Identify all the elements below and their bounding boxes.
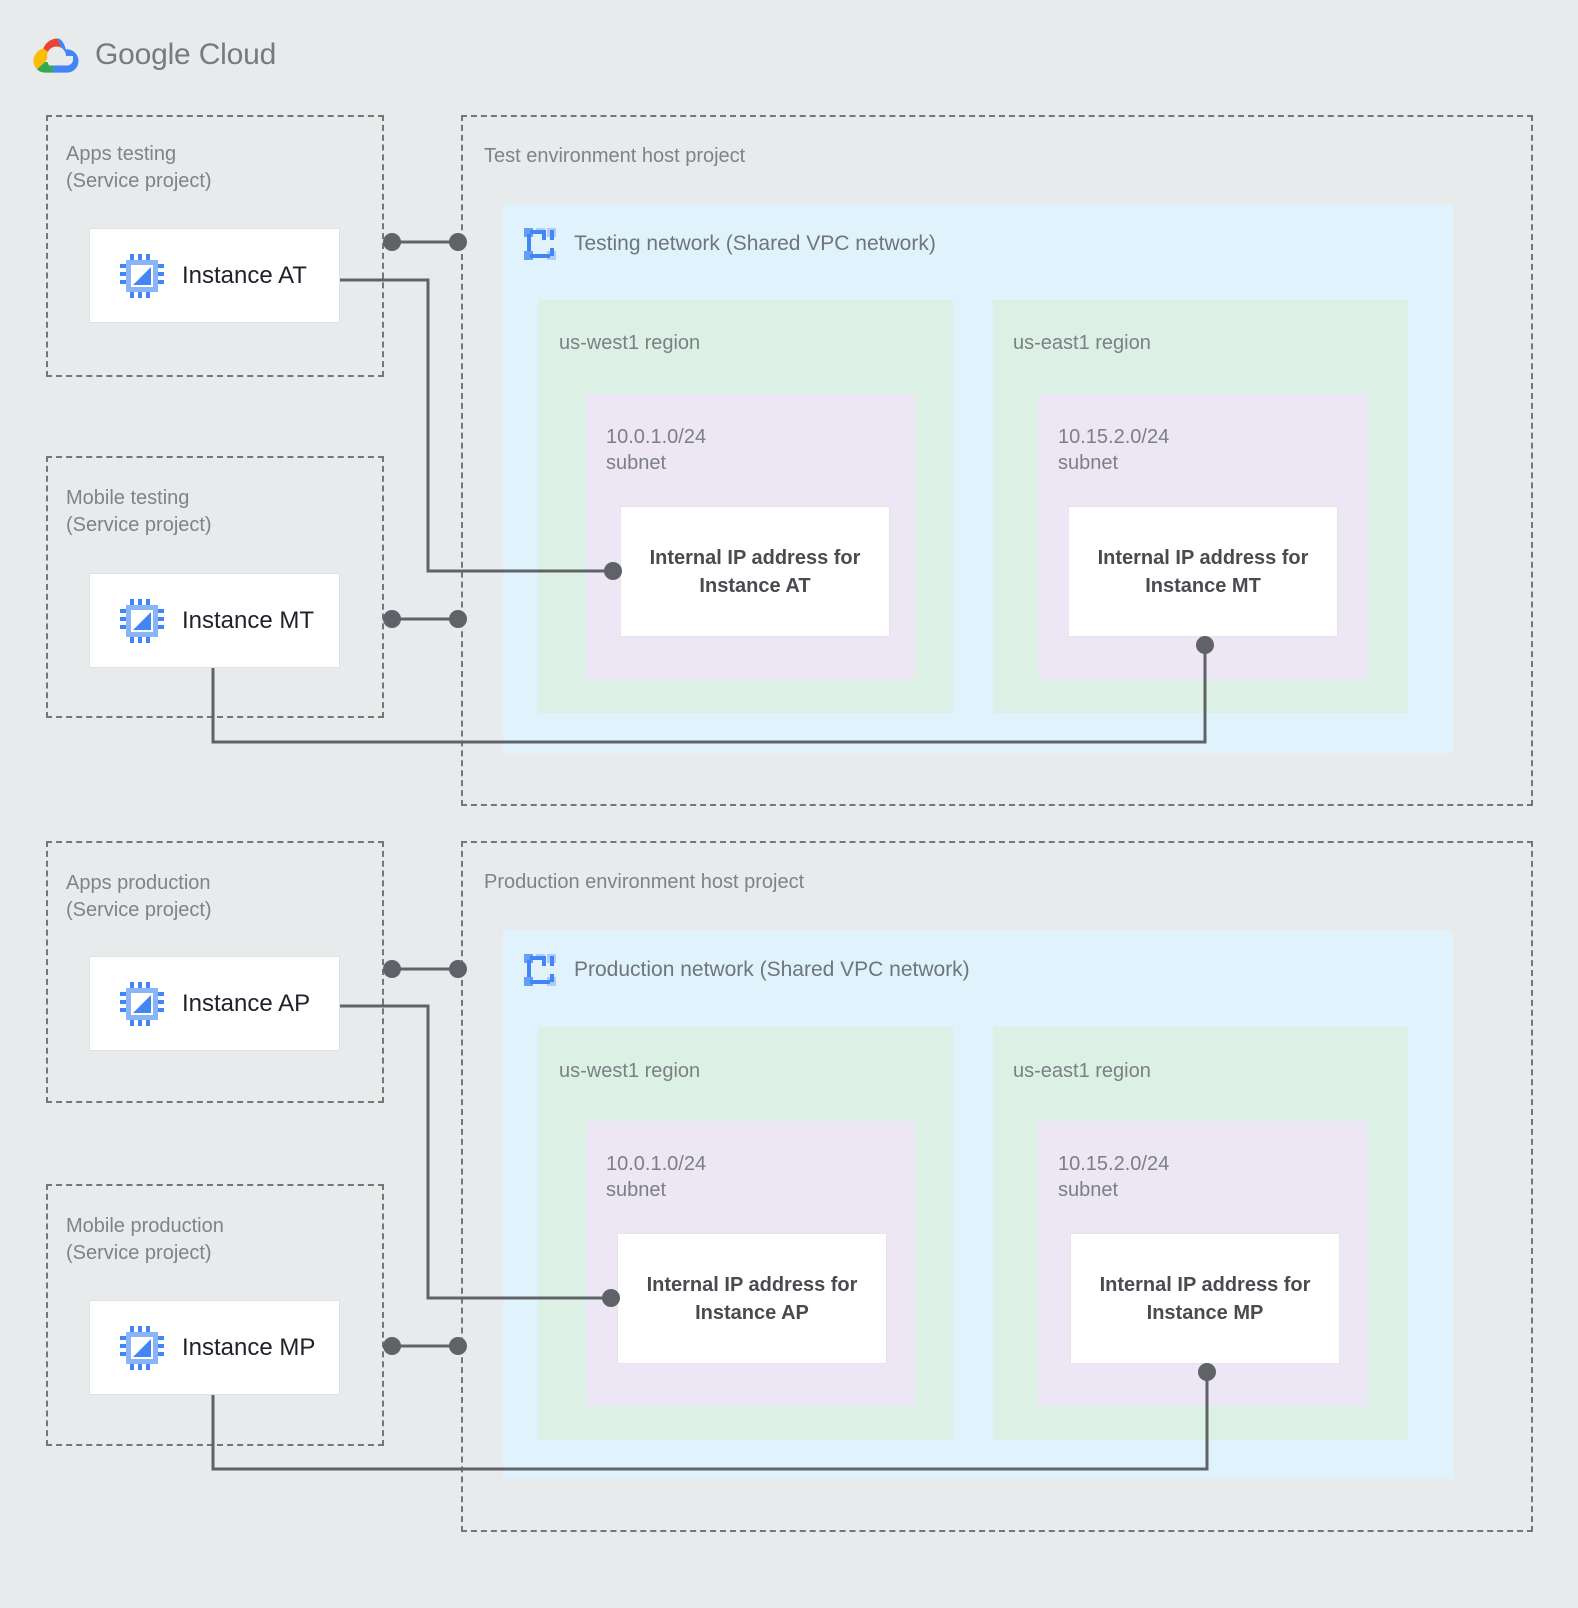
- vm-chip-icon: [120, 981, 164, 1026]
- ip-card-instance-at[interactable]: Internal IP address for Instance AT: [620, 506, 890, 637]
- brand-name-bold: Google: [95, 38, 191, 71]
- ip-card-text-instance-at: Internal IP address for Instance AT: [649, 546, 861, 597]
- service-project-apps-testing-label: Apps testing (Service project): [66, 143, 212, 192]
- vpc-network-icon: [524, 954, 556, 986]
- instance-label-mp: Instance MP: [182, 1333, 316, 1361]
- vm-chip-icon: [120, 253, 164, 298]
- instance-label-mt: Instance MT: [182, 606, 315, 634]
- connector-apps-production-to-prod-host: [383, 960, 467, 978]
- subnet-label-test-us-east1: 10.15.2.0/24 subnet: [1058, 426, 1170, 474]
- region-label-prod-us-east1: us-east1 region: [1013, 1060, 1151, 1082]
- region-label-test-us-east1: us-east1 region: [1013, 332, 1151, 354]
- ip-card-instance-mp[interactable]: Internal IP address for Instance MP: [1070, 1233, 1340, 1364]
- ip-card-instance-ap[interactable]: Internal IP address for Instance AP: [617, 1233, 887, 1364]
- service-project-mobile-production-label: Mobile production (Service project): [66, 1215, 224, 1264]
- google-cloud-brand: Google Cloud: [31, 33, 276, 77]
- host-project-test-environment-label: Test environment host project: [484, 145, 746, 167]
- service-project-apps-production-label: Apps production (Service project): [66, 872, 212, 921]
- brand-name-light: Cloud: [198, 38, 277, 71]
- vm-chip-icon: [120, 598, 164, 643]
- region-label-test-us-west1: us-west1 region: [559, 332, 701, 354]
- vpc-header-production-network: Production network (Shared VPC network): [522, 952, 970, 988]
- instance-card-at[interactable]: Instance AT: [89, 228, 340, 323]
- ip-card-text-instance-mt: Internal IP address for Instance MT: [1097, 546, 1309, 597]
- ip-card-text-instance-ap: Internal IP address for Instance AP: [646, 1273, 858, 1324]
- subnet-label-test-us-west1: 10.0.1.0/24 subnet: [606, 426, 707, 474]
- connector-apps-testing-to-test-host: [383, 233, 467, 251]
- vpc-header-testing-network: Testing network (Shared VPC network): [522, 226, 936, 262]
- google-cloud-logo-icon: [33, 38, 79, 73]
- instance-label-at: Instance AT: [182, 261, 307, 289]
- host-project-production-environment-label: Production environment host project: [484, 871, 805, 893]
- region-label-prod-us-west1: us-west1 region: [559, 1060, 701, 1082]
- brand-wordmark: Google Cloud: [95, 38, 276, 72]
- instance-card-ap[interactable]: Instance AP: [89, 956, 340, 1051]
- ip-card-text-instance-mp: Internal IP address for Instance MP: [1099, 1273, 1311, 1324]
- connector-mobile-production-to-prod-host: [383, 1337, 467, 1355]
- vpc-network-icon: [524, 228, 556, 260]
- instance-card-mp[interactable]: Instance MP: [89, 1300, 340, 1395]
- ip-card-instance-mt[interactable]: Internal IP address for Instance MT: [1068, 506, 1338, 637]
- vpc-title-testing-network: Testing network (Shared VPC network): [574, 232, 936, 255]
- subnet-label-prod-us-west1: 10.0.1.0/24 subnet: [606, 1153, 707, 1201]
- instance-label-ap: Instance AP: [182, 989, 311, 1017]
- instance-card-mt[interactable]: Instance MT: [89, 573, 340, 668]
- service-project-mobile-testing-label: Mobile testing (Service project): [66, 487, 212, 536]
- vpc-title-production-network: Production network (Shared VPC network): [574, 958, 970, 981]
- connector-mobile-testing-to-test-host: [383, 610, 467, 628]
- vm-chip-icon: [120, 1325, 164, 1370]
- subnet-label-prod-us-east1: 10.15.2.0/24 subnet: [1058, 1153, 1170, 1201]
